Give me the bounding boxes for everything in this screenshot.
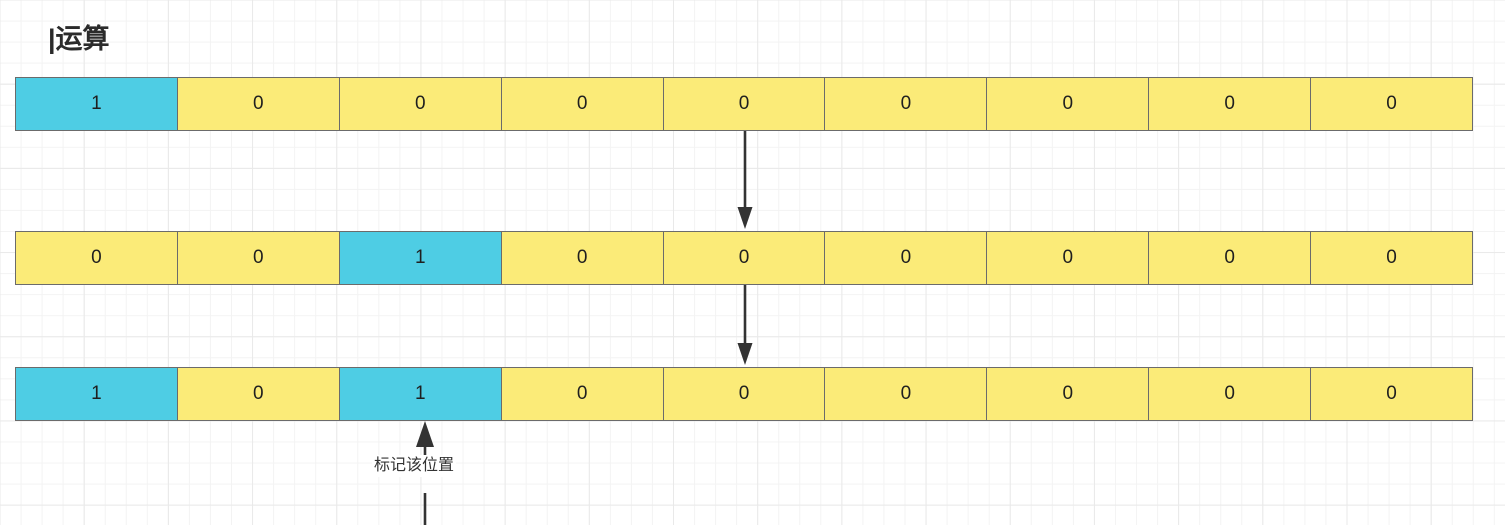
bit-cell[interactable]: 0 <box>824 77 988 131</box>
bit-cell[interactable]: 0 <box>1148 77 1312 131</box>
bit-row-1: 1 0 0 0 0 0 0 0 0 <box>15 77 1474 131</box>
bit-cell[interactable]: 0 <box>824 367 988 421</box>
bit-cell[interactable]: 1 <box>338 367 502 421</box>
bit-cell[interactable]: 0 <box>500 231 664 285</box>
bit-cell[interactable]: 0 <box>176 367 340 421</box>
arrow-down-icon-row1-row2 <box>737 131 753 229</box>
bit-cell[interactable]: 0 <box>824 231 988 285</box>
bit-cell[interactable]: 0 <box>1148 231 1312 285</box>
bit-cell[interactable]: 0 <box>662 367 826 421</box>
bit-cell[interactable]: 0 <box>986 367 1150 421</box>
bit-cell[interactable]: 0 <box>1148 367 1312 421</box>
page-title: |运算 <box>48 24 110 54</box>
bit-cell[interactable]: 0 <box>986 77 1150 131</box>
bit-cell[interactable]: 0 <box>176 77 340 131</box>
bit-row-3: 1 0 1 0 0 0 0 0 0 <box>15 367 1474 421</box>
bit-cell[interactable]: 0 <box>662 231 826 285</box>
bit-cell[interactable]: 0 <box>662 77 826 131</box>
bit-cell[interactable]: 0 <box>15 231 178 285</box>
bit-cell[interactable]: 0 <box>338 77 502 131</box>
bit-cell[interactable]: 0 <box>986 231 1150 285</box>
bit-cell[interactable]: 0 <box>500 367 664 421</box>
bit-cell[interactable]: 1 <box>15 77 178 131</box>
bit-cell[interactable]: 1 <box>338 231 502 285</box>
bit-row-2: 0 0 1 0 0 0 0 0 0 <box>15 231 1474 285</box>
bit-cell[interactable]: 0 <box>500 77 664 131</box>
bit-cell[interactable]: 0 <box>1310 367 1474 421</box>
bit-cell[interactable]: 0 <box>1310 77 1474 131</box>
mark-position-label: 标记该位置 <box>372 455 457 477</box>
bit-cell[interactable]: 1 <box>15 367 178 421</box>
arrow-down-icon-row2-row3 <box>737 285 753 365</box>
bit-cell[interactable]: 0 <box>1310 231 1474 285</box>
bit-cell[interactable]: 0 <box>176 231 340 285</box>
